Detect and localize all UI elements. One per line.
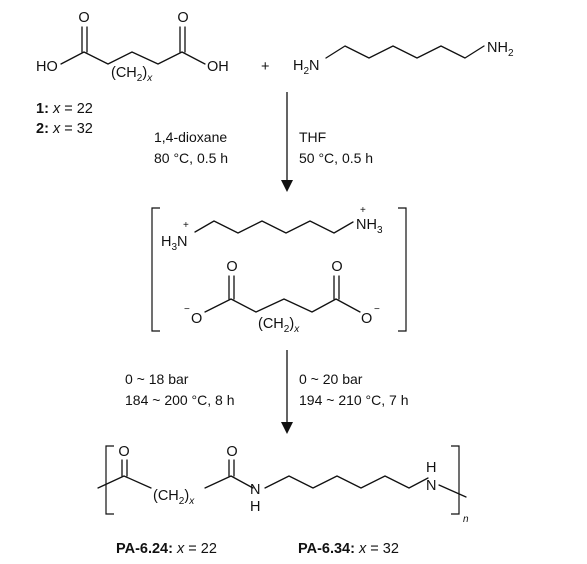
anion-right-carbonyl-o: O bbox=[331, 259, 342, 275]
step2-pressure-right: 0 ~ 20 bar bbox=[299, 371, 363, 387]
product-backbone-diamine bbox=[264, 475, 429, 489]
compound-2-label: 2: x = 32 bbox=[36, 121, 93, 137]
step1-temperature-left: 80 °C, 0.5 h bbox=[154, 150, 228, 166]
step1-temperature-right: 50 °C, 0.5 h bbox=[299, 150, 373, 166]
diamine-backbone bbox=[325, 45, 485, 59]
cation-right-charge: + bbox=[360, 205, 366, 216]
diamine-left-amine: H2N bbox=[293, 58, 320, 77]
diacid-backbone bbox=[60, 51, 206, 65]
nylon-salt-structure: H3N + NH3 + O O − O O − (CH2)x bbox=[151, 205, 407, 335]
product-left-carbonyl-o: O bbox=[118, 444, 129, 460]
cation-left-charge: + bbox=[183, 220, 189, 231]
salt-bracket-left bbox=[151, 207, 160, 332]
product-amide-n: N bbox=[250, 482, 260, 498]
product-label-pa634: PA-6.34: x = 32 bbox=[298, 541, 399, 557]
diacid-structure: O O HO OH (CH2)x bbox=[36, 10, 229, 84]
compound-1-label: 1: x = 22 bbox=[36, 101, 93, 117]
anion-methylene-chain: (CH2)x bbox=[258, 316, 300, 335]
diacid-right-carbonyl-o: O bbox=[177, 10, 188, 26]
product-bracket-left bbox=[105, 445, 114, 515]
repeat-unit-subscript: n bbox=[463, 514, 469, 525]
product-terminal-h: H bbox=[426, 460, 436, 476]
cation-left-ammonium: H3N bbox=[161, 234, 188, 253]
cation-backbone bbox=[194, 220, 354, 234]
product-terminal-n: N bbox=[426, 478, 436, 494]
anion-left-charge: − bbox=[184, 304, 190, 315]
anion-left-oxygen: O bbox=[191, 311, 202, 327]
anion-backbone bbox=[204, 298, 361, 313]
cation-right-ammonium: NH3 bbox=[356, 217, 383, 236]
product-right-carbonyl-o: O bbox=[226, 444, 237, 460]
diacid-right-hydroxyl: OH bbox=[207, 59, 229, 75]
anion-right-charge: − bbox=[374, 304, 380, 315]
salt-bracket-right bbox=[398, 207, 407, 332]
step2-temperature-left: 184 ~ 200 °C, 8 h bbox=[125, 392, 235, 408]
product-bracket-right bbox=[451, 445, 460, 515]
product-backbone-acid bbox=[97, 475, 152, 489]
diacid-methylene-chain: (CH2)x bbox=[111, 65, 153, 84]
step1-arrow-head bbox=[281, 180, 293, 192]
polyamide-structure: n O (CH2)x O N H H N bbox=[97, 444, 469, 525]
step2-pressure-left: 0 ~ 18 bar bbox=[125, 371, 189, 387]
anion-left-carbonyl-o: O bbox=[226, 259, 237, 275]
product-label-pa624: PA-6.24: x = 22 bbox=[116, 541, 217, 557]
product-backbone-amide bbox=[204, 475, 254, 489]
diacid-left-hydroxyl: HO bbox=[36, 59, 58, 75]
step2-arrow-head bbox=[281, 422, 293, 434]
step1-solvent-left: 1,4-dioxane bbox=[154, 129, 227, 145]
product-methylene-chain: (CH2)x bbox=[153, 488, 195, 507]
product-terminal-bond bbox=[438, 484, 467, 498]
diacid-left-carbonyl-o: O bbox=[78, 10, 89, 26]
anion-right-oxygen: O bbox=[361, 311, 372, 327]
plus-sign: + bbox=[261, 59, 269, 75]
step1-solvent-right: THF bbox=[299, 129, 326, 145]
diamine-right-amine: NH2 bbox=[487, 40, 514, 59]
step2-temperature-right: 194 ~ 210 °C, 7 h bbox=[299, 392, 409, 408]
diamine-structure: H2N NH2 bbox=[293, 40, 514, 77]
product-amide-h: H bbox=[250, 499, 260, 515]
